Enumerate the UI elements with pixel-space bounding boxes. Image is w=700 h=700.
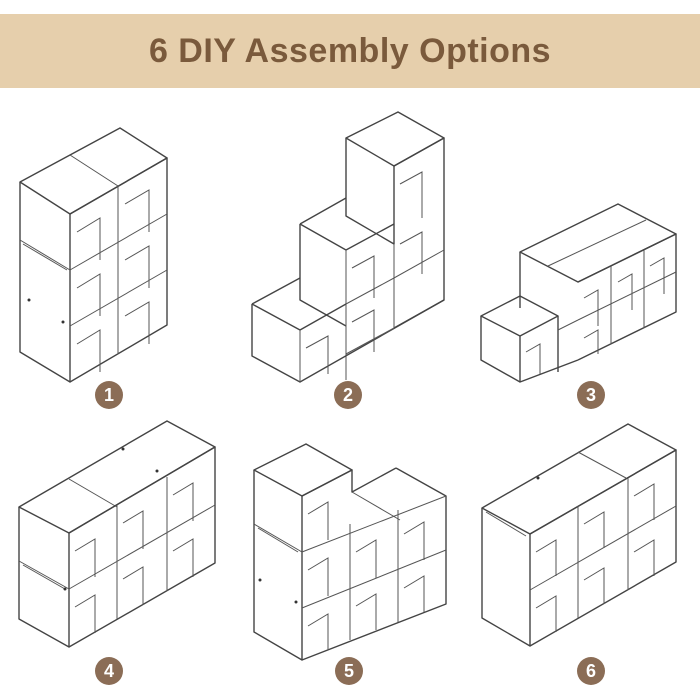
assembly-option-2-illustration <box>248 108 448 388</box>
assembly-option-4-illustration <box>15 417 220 649</box>
assembly-option-5-illustration <box>250 440 450 665</box>
page-title: 6 DIY Assembly Options <box>148 31 552 70</box>
assembly-option-1-illustration <box>15 120 175 390</box>
title-banner: 6 DIY Assembly Options <box>0 14 700 88</box>
option-number-badge-3: 3 <box>577 381 605 409</box>
option-number-badge-5: 5 <box>335 657 363 685</box>
option-number-badge-4: 4 <box>95 657 123 685</box>
option-number-badge-2: 2 <box>334 381 362 409</box>
option-number-badge-1: 1 <box>95 381 123 409</box>
option-number-badge-6: 6 <box>577 657 605 685</box>
assembly-option-6-illustration <box>478 420 680 648</box>
assembly-option-3-illustration <box>478 200 680 385</box>
